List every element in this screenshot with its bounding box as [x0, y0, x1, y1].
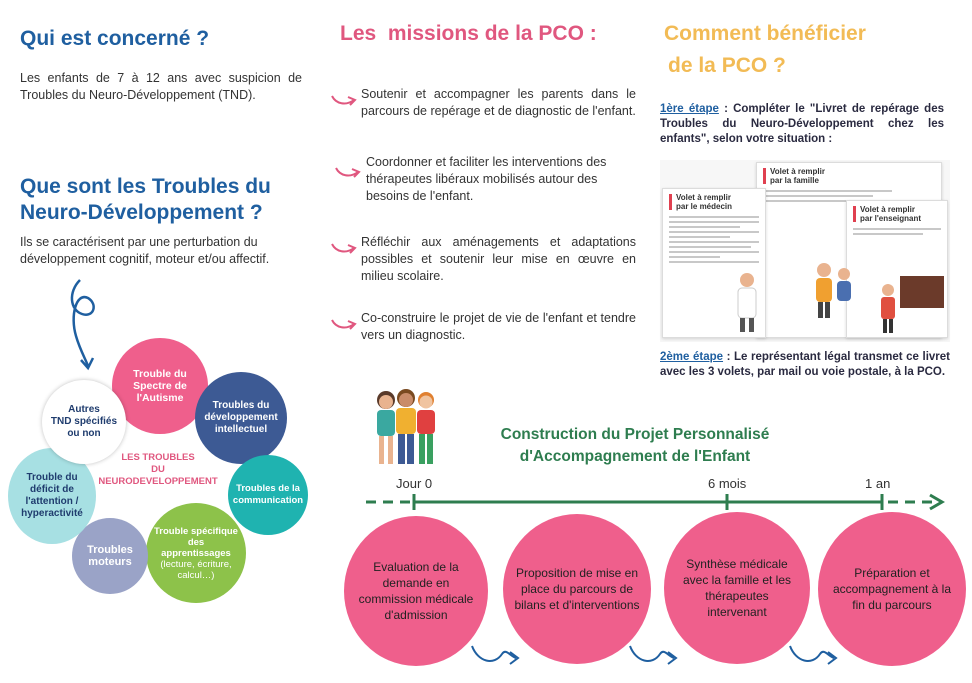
timeline-label-day0: Jour 0	[396, 476, 433, 491]
timeline-label-6months: 6 mois	[708, 476, 747, 491]
doctor-figure-icon	[737, 273, 757, 332]
timeline-title: Construction du Projet Personnalisé d'Ac…	[470, 424, 800, 468]
teacher-figure-icon	[881, 276, 944, 333]
timeline-label-1year: 1 an	[865, 476, 891, 491]
mission-item-3: Réfléchir aux aménagements et adaptation…	[361, 235, 636, 283]
benefit-title-line2: de la PCO ?	[668, 54, 786, 77]
benefit-title: Comment bénéficier de la PCO ?	[664, 18, 954, 82]
concerned-text: Les enfants de 7 à 12 ans avec suspicion…	[20, 71, 302, 102]
mission-item-4: Co-construire le projet de vie de l'enfa…	[361, 311, 636, 342]
stage-arrow-icon	[471, 645, 520, 665]
mission-arrow-icon	[331, 95, 357, 106]
timeline-title-line2: d'Accompagnement de l'Enfant	[519, 448, 751, 465]
diagram-center-label: LES TROUBLES DU NEURODEVELOPPEMENT	[98, 452, 218, 487]
timeline-title-line1: Construction du Projet Personnalisé	[500, 426, 770, 443]
stage-arrow-icon	[629, 645, 678, 665]
mission-arrow-icon	[335, 167, 361, 178]
stage-1: Evaluation de la demande en commission m…	[344, 516, 488, 666]
timeline-axis	[366, 493, 945, 511]
children-illustration	[377, 389, 435, 464]
stage-arrow-icon	[789, 645, 838, 665]
mission-item-2: Coordonner et faciliter les intervention…	[366, 155, 607, 203]
tnd-title-line1: Que sont les Troubles du	[20, 175, 271, 198]
missions-title: Les missions de la PCO :	[340, 22, 597, 45]
mission-arrow-icon	[331, 319, 357, 330]
step-1: 1ère étape : Compléter le "Livret de rep…	[660, 102, 944, 147]
curly-arrow-icon	[70, 279, 95, 371]
stage-3: Synthèse médicale avec la famille et les…	[664, 512, 810, 664]
mission-item-1: Soutenir et accompagner les parents dans…	[361, 87, 636, 118]
benefit-title-line1: Comment bénéficier	[664, 22, 866, 45]
mission-arrow-icon	[331, 243, 357, 254]
tnd-title: Que sont les Troubles du Neuro-Développe…	[20, 174, 320, 226]
stage-2: Proposition de mise en place du parcours…	[503, 514, 651, 664]
family-figures-icon	[816, 263, 851, 318]
concerned-title: Qui est concerné ?	[20, 27, 210, 50]
step1-label: 1ère étape	[660, 103, 719, 115]
step-2: 2ème étape : Le représentant légal trans…	[660, 350, 950, 380]
step2-label: 2ème étape	[660, 351, 724, 363]
step2-text: : Le représentant légal transmet ce livr…	[660, 351, 950, 378]
tnd-title-line2: Neuro-Développement ?	[20, 201, 263, 224]
step1-text: : Compléter le "Livret de repérage des T…	[660, 103, 944, 145]
tnd-text: Ils se caractérisent par une perturbatio…	[20, 235, 270, 266]
stage-4: Préparation et accompagnement à la fin d…	[818, 512, 966, 666]
